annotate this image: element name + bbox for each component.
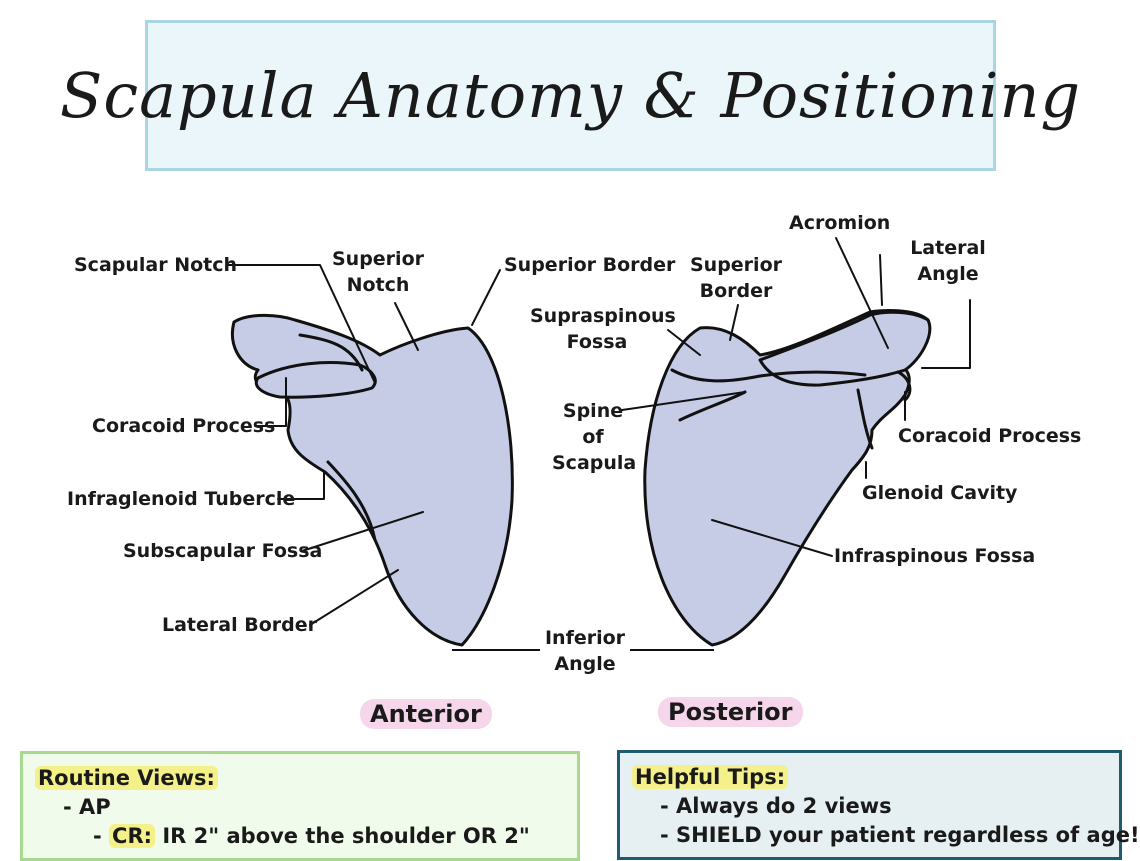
anterior-scapula: [227, 264, 514, 647]
label-inferior-angle: Inferior Angle: [544, 627, 626, 675]
label-superior-border-anterior: Superior Border: [504, 254, 676, 276]
anterior-scapula-body: [231, 313, 514, 647]
label-superior-border-posterior: Superior Border: [689, 254, 782, 302]
label-superior-notch: Superior Notch: [331, 248, 424, 296]
label-subscapular-fossa: Subscapular Fossa: [123, 540, 323, 562]
label-infraglenoid-tubercle: Infraglenoid Tubercle: [67, 488, 296, 510]
label-lateral-angle: Lateral Angle: [910, 237, 986, 285]
title-box: Scapula Anatomy & Positioning: [60, 20, 1080, 171]
label-lateral-border: Lateral Border: [162, 614, 317, 636]
label-acromion: Acromion: [789, 212, 891, 234]
routine-item-cr: - CR: IR 2" above the shoulder OR 2": [93, 824, 530, 848]
routine-views-heading: Routine Views:: [35, 766, 218, 790]
label-coracoid-process-anterior: Coracoid Process: [92, 415, 276, 437]
posterior-glenoid: [856, 388, 874, 450]
label-spine-of-scapula: Spine of Scapula: [552, 400, 637, 474]
page-title: Scapula Anatomy & Positioning: [59, 59, 1082, 132]
anterior-crest: [326, 460, 377, 542]
label-infraspinous-fossa: Infraspinous Fossa: [834, 545, 1036, 567]
posterior-acromion: [758, 310, 932, 387]
anterior-notch-curve: [298, 333, 364, 372]
routine-item-ap: - AP: [63, 795, 111, 819]
tip-item: - Always do 2 views: [660, 794, 892, 818]
label-glenoid-cavity: Glenoid Cavity: [862, 482, 1018, 504]
anterior-tag: Anterior: [360, 699, 492, 729]
tip-item: - SHIELD your patient regardless of age!: [660, 823, 1140, 847]
label-supraspinous-fossa: Supraspinous Fossa: [530, 305, 676, 353]
posterior-tag: Posterior: [658, 697, 803, 727]
routine-views-panel: Routine Views: - AP - CR: IR 2" above th…: [20, 751, 580, 861]
helpful-tips-heading: Helpful Tips:: [632, 765, 789, 789]
helpful-tips-panel: Helpful Tips: - Always do 2 views - SHIE…: [617, 750, 1140, 860]
label-scapular-notch: Scapular Notch: [74, 254, 238, 276]
posterior-spine-2: [678, 390, 747, 422]
posterior-coracoid: [896, 370, 912, 402]
posterior-spine: [670, 368, 867, 383]
posterior-scapula: [621, 237, 971, 647]
cr-highlight: CR:: [109, 824, 156, 848]
label-coracoid-process-posterior: Coracoid Process: [898, 425, 1082, 447]
